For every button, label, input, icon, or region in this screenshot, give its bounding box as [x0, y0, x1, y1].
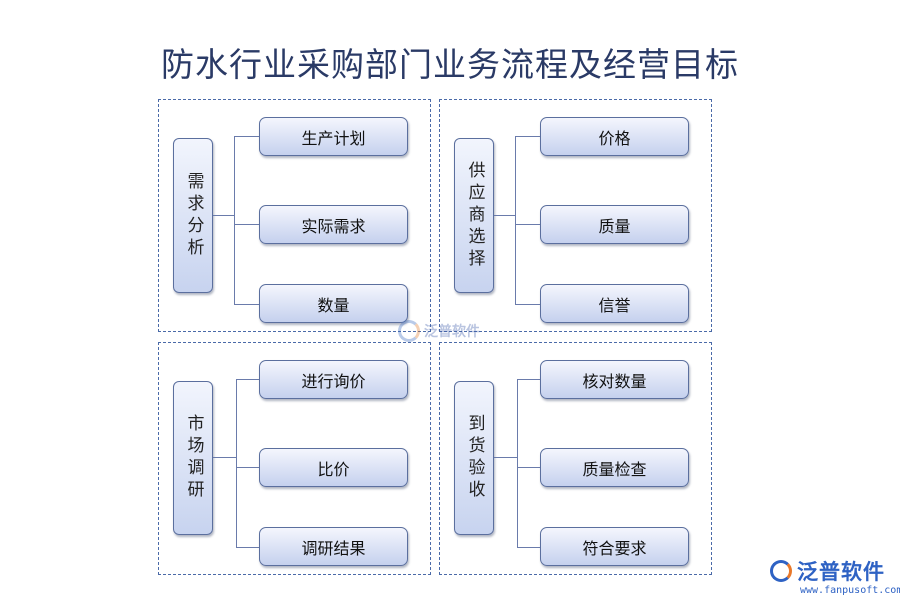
item-quality: 质量	[540, 205, 689, 244]
connector-branch	[234, 224, 259, 225]
connector-branch	[517, 379, 540, 380]
watermark: 泛普软件	[398, 320, 480, 342]
connector-stem	[494, 215, 515, 216]
quadrant-heading-box: 供应商选择	[454, 138, 494, 293]
item-actual-demand: 实际需求	[259, 205, 408, 244]
item-price: 价格	[540, 117, 689, 156]
connector-branch	[515, 304, 540, 305]
quadrant-supplier-selection: 供应商选择 价格 质量 信誉	[439, 99, 712, 332]
quadrant-heading: 市场调研	[183, 414, 204, 502]
connector-branch	[234, 136, 259, 137]
quadrant-heading: 需求分析	[183, 171, 204, 260]
item-reputation: 信誉	[540, 284, 689, 323]
connector-branch	[517, 467, 540, 468]
brand-logo: 泛普软件 www.fanpusoft.com	[770, 556, 900, 596]
connector-branch	[517, 547, 540, 548]
connector-branch	[515, 136, 540, 137]
brand-url: www.fanpusoft.com	[800, 585, 900, 596]
quadrant-heading: 到货验收	[464, 414, 485, 502]
quadrant-heading-box: 需求分析	[173, 138, 213, 293]
quadrant-goods-inspection: 到货验收 核对数量 质量检查 符合要求	[439, 342, 712, 575]
item-quantity: 数量	[259, 284, 408, 323]
connector-trunk	[515, 136, 516, 304]
item-production-plan: 生产计划	[259, 117, 408, 156]
quadrant-heading-box: 市场调研	[173, 381, 213, 535]
item-request-quote: 进行询价	[259, 360, 408, 399]
connector-trunk	[234, 136, 235, 304]
brand-name: 泛普软件	[797, 560, 885, 584]
connector-branch	[236, 379, 259, 380]
watermark-logo-icon	[398, 320, 420, 342]
quadrant-heading-box: 到货验收	[454, 381, 494, 535]
connector-stem	[213, 457, 236, 458]
connector-branch	[236, 467, 259, 468]
quadrant-market-research: 市场调研 进行询价 比价 调研结果	[158, 342, 431, 575]
item-meets-requirements: 符合要求	[540, 527, 689, 566]
quadrant-demand-analysis: 需求分析 生产计划 实际需求 数量	[158, 99, 431, 332]
connector-stem	[213, 215, 234, 216]
diagram-title: 防水行业采购部门业务流程及经营目标	[161, 45, 739, 84]
connector-branch	[236, 547, 259, 548]
item-check-quantity: 核对数量	[540, 360, 689, 399]
watermark-text: 泛普软件	[424, 324, 480, 340]
connector-stem	[494, 457, 517, 458]
connector-branch	[515, 224, 540, 225]
connector-branch	[234, 304, 259, 305]
brand-logo-icon	[770, 560, 792, 582]
item-quality-check: 质量检查	[540, 448, 689, 487]
connector-trunk	[517, 379, 518, 547]
connector-trunk	[236, 379, 237, 547]
quadrant-heading: 供应商选择	[464, 160, 485, 271]
item-price-comparison: 比价	[259, 448, 408, 487]
item-research-result: 调研结果	[259, 527, 408, 566]
